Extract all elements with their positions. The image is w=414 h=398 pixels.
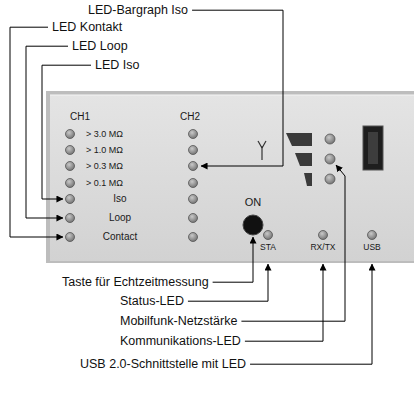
leader-line [10,27,63,237]
antenna-symbol [258,141,266,160]
callout-label: Status-LED [120,294,184,308]
led-label: Loop [109,212,131,224]
device-panel: CH1 CH2 > 3.0 MΩ > 1.0 MΩ > 0.3 MΩ > 0.1 MΩ Is… [46,91,414,263]
callout-label: LED Kontakt [52,20,122,34]
leader-line [42,65,91,199]
measure-button [243,215,263,235]
signal-strength-bars [286,133,312,186]
leader-line [213,237,253,282]
leader-line [26,46,68,218]
signal-leds [325,134,335,184]
panel-edge [50,95,414,96]
led-label: STA [260,243,276,253]
leader-line [192,10,283,166]
ch1-leds [66,130,75,242]
range-label: > 1.0 MΩ [86,145,123,155]
callout-label: LED Iso [95,58,139,72]
leader-line [241,165,345,321]
led-label: USB [363,243,380,253]
panel-frame [46,91,414,263]
usb-port-slot [368,132,378,164]
button-label: ON [245,196,262,209]
channel-label: CH1 [70,111,90,123]
callout-label: Taste für Echtzeitmessung [62,275,209,289]
led-label: RX/TX [310,243,335,253]
leader-line [250,264,372,364]
ch2-leds [189,130,198,242]
leader-line [245,264,323,341]
callout-label: LED-Bargraph Iso [88,3,188,17]
usb-port [363,126,383,170]
callout-label: USB 2.0-Schnittstelle mit LED [80,357,246,371]
led-label: Iso [113,193,126,205]
range-label: > 3.0 MΩ [86,129,123,139]
callout-label: Kommunikations-LED [120,334,241,348]
range-label: > 0.1 MΩ [86,178,123,188]
range-label: > 0.3 MΩ [86,161,123,171]
callout-label: Mobilfunk-Netzstärke [120,314,237,328]
status-leds [264,231,377,240]
led-label: Contact [103,231,137,243]
channel-label: CH2 [180,111,200,123]
panel-face [50,95,414,261]
callout-label: LED Loop [72,39,128,53]
